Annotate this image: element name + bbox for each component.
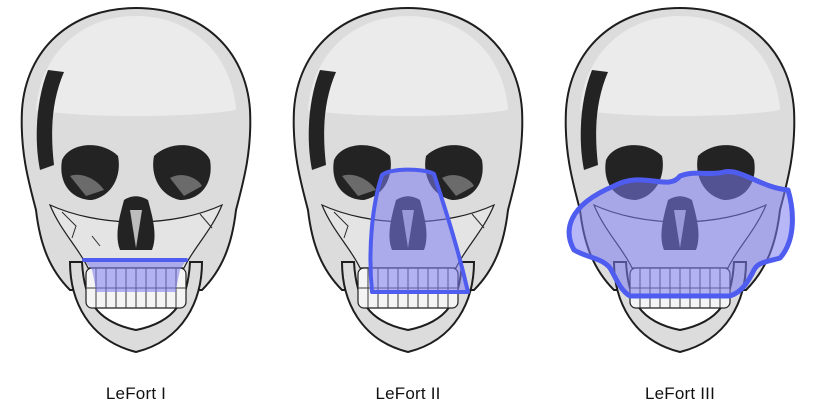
skull-figure-lefort-2: LeFort II bbox=[272, 0, 544, 412]
skull-figure-lefort-1: LeFort I bbox=[0, 0, 272, 412]
skull-lefort-2-illustration bbox=[272, 0, 544, 380]
caption-lefort-3: LeFort III bbox=[544, 384, 816, 404]
skull-figure-lefort-3: LeFort III bbox=[544, 0, 816, 412]
caption-lefort-1: LeFort I bbox=[0, 384, 272, 404]
skull-lefort-3-illustration bbox=[544, 0, 816, 380]
skull-lefort-1-illustration bbox=[0, 0, 272, 380]
caption-lefort-2: LeFort II bbox=[272, 384, 544, 404]
fracture-highlight-lefort-1 bbox=[84, 260, 186, 292]
